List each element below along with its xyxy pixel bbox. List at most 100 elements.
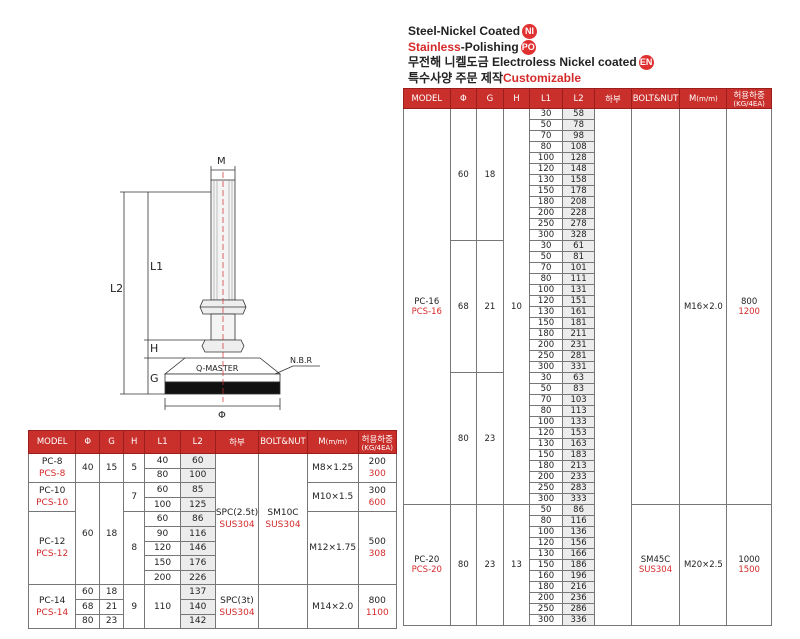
dim-phi: Φ: [218, 410, 226, 421]
l2-cell: 153: [561, 427, 596, 439]
l1-cell: 40: [144, 453, 181, 469]
l2-cell: 148: [561, 163, 596, 175]
l2-cell: 216: [561, 581, 596, 593]
bolt-cell: [630, 108, 681, 505]
dim-l1: L1: [150, 260, 163, 273]
col-g: G: [476, 88, 504, 109]
l2-cell: 208: [561, 196, 596, 208]
l1-cell: 60: [144, 482, 181, 498]
col-l2: L2: [179, 430, 216, 454]
l1-cell: 250: [529, 350, 563, 362]
l1-cell: 70: [529, 394, 563, 406]
g-cell: 21: [99, 598, 124, 615]
l2-cell: 61: [561, 240, 596, 252]
l2-cell: 166: [561, 548, 596, 560]
l2-cell: 151: [561, 295, 596, 307]
l1-cell: 300: [529, 229, 563, 241]
l1-cell: 300: [529, 361, 563, 373]
legend-po-red: Stainless: [408, 39, 461, 54]
load-value: 200: [368, 457, 386, 468]
l1-cell: 30: [529, 372, 563, 384]
col-hb: 하부: [214, 430, 260, 454]
model-name: PC-10: [38, 486, 66, 497]
l1-cell: 150: [529, 449, 563, 461]
col-m: M(m/m): [306, 430, 359, 454]
phi-cell: 40: [75, 452, 101, 484]
l1-cell: 150: [529, 185, 563, 197]
l2-cell: 86: [179, 511, 216, 527]
col-h: H: [502, 88, 531, 109]
table-header: MODEL Φ G H L1 L2 하부 BOLT&NUT M(m/m) 허용하…: [27, 430, 398, 454]
col-l2: L2: [561, 88, 596, 109]
l2-cell: 100: [179, 467, 216, 484]
l1-cell: 50: [529, 251, 563, 263]
l2-cell: 142: [179, 613, 216, 630]
l2-cell: 63: [561, 372, 596, 384]
l1-cell: 50: [529, 119, 563, 131]
l2-cell: 58: [561, 108, 596, 120]
l1-cell: 300: [529, 614, 563, 626]
h-cell: 5: [122, 452, 146, 484]
l2-cell: 161: [561, 306, 596, 318]
load-cell-value-s: 1200: [738, 306, 760, 317]
l1-cell: 80: [529, 273, 563, 285]
l1-cell: 180: [529, 460, 563, 472]
l2-cell: 108: [561, 141, 596, 153]
g-cell: 18: [99, 584, 124, 600]
legend-ni-text: Steel-Nickel Coated: [408, 24, 521, 38]
right-spec-table: MODEL Φ G H L1 L2 하부 BOLT&NUT M(m/m) 허용하…: [403, 88, 772, 626]
g-cell: 23: [476, 372, 504, 505]
l2-cell: 85: [179, 482, 216, 498]
m-cell: M12×1.75: [306, 511, 359, 586]
l1-cell: 120: [529, 163, 563, 175]
l1-cell: 160: [529, 570, 563, 582]
model-name: PC-14: [38, 595, 66, 606]
load-value-s: 308: [368, 549, 386, 560]
l2-cell: 125: [179, 496, 216, 513]
hb-value: SPC(2.5t): [215, 508, 259, 519]
l1-cell: 250: [529, 482, 563, 494]
g-cell: 18: [99, 482, 124, 586]
col-load: 허용하중(KG/4EA): [726, 88, 772, 109]
load-cell-value: 800: [741, 296, 758, 307]
l2-cell: 111: [561, 273, 596, 285]
dim-m: M: [217, 156, 226, 167]
legend-custom-red: Customizable: [503, 70, 582, 85]
l2-cell: 278: [561, 218, 596, 230]
col-l1: L1: [144, 430, 181, 454]
l1-cell: 130: [529, 438, 563, 450]
l2-cell: 176: [179, 555, 216, 571]
l1-cell: 100: [529, 284, 563, 296]
l1-cell: 60: [144, 511, 181, 527]
l1-cell: 30: [529, 108, 563, 120]
load-value-s: 600: [368, 498, 386, 509]
l1-cell: 50: [529, 383, 563, 395]
phi-cell: 68: [75, 598, 101, 615]
l1-cell: 130: [529, 306, 563, 318]
po-badge-icon: PO: [520, 39, 536, 55]
col-h: H: [122, 430, 146, 454]
l2-cell: 78: [561, 119, 596, 131]
h-cell: 9: [122, 584, 146, 630]
l1-cell: 70: [529, 262, 563, 274]
l1-cell: 180: [529, 328, 563, 340]
model-cell-value-s: PCS-16: [411, 306, 442, 317]
l1-cell: 120: [529, 427, 563, 439]
col-hb: 하부: [594, 88, 632, 109]
